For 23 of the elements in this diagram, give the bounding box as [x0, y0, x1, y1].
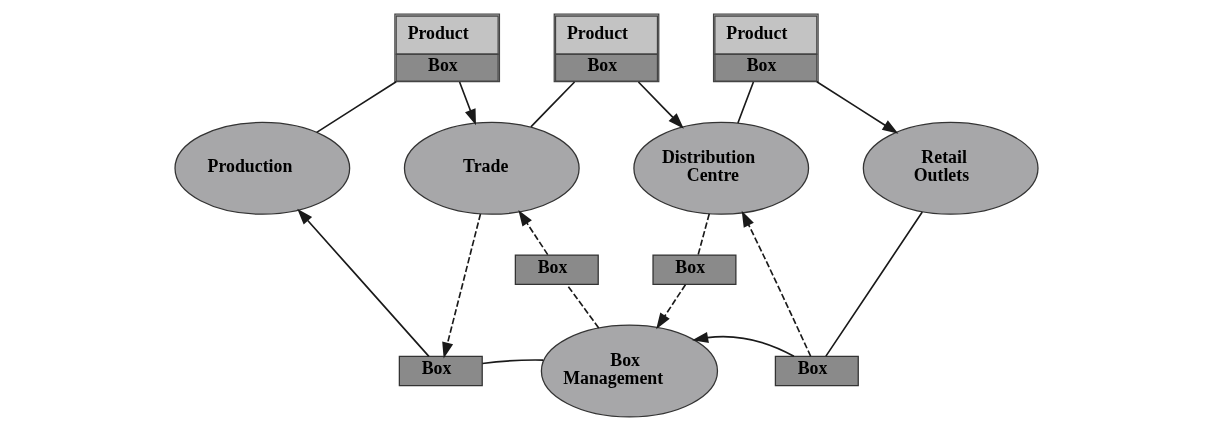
arrow	[741, 210, 811, 357]
arrow	[441, 212, 481, 358]
connector	[736, 80, 754, 124]
arrow	[458, 80, 476, 125]
node-box: Box	[398, 355, 483, 386]
connector	[824, 210, 923, 357]
node-box: Box	[651, 253, 736, 285]
node-ellipse: Distribution Centre	[632, 121, 809, 215]
arrow	[815, 80, 898, 134]
connector	[481, 358, 544, 364]
connector	[696, 212, 710, 255]
arrow	[691, 331, 795, 357]
node-ellipse: Box Management	[540, 324, 718, 418]
node-ellipse: Trade	[403, 121, 580, 215]
arrow	[637, 80, 684, 129]
arrow	[517, 209, 549, 255]
node-ellipse: Production	[173, 121, 350, 215]
connector	[529, 80, 575, 128]
node-box: Box	[514, 253, 599, 285]
connector	[315, 80, 397, 133]
arrow	[296, 208, 430, 357]
arrow	[655, 283, 686, 329]
node-box: Box	[774, 355, 859, 386]
